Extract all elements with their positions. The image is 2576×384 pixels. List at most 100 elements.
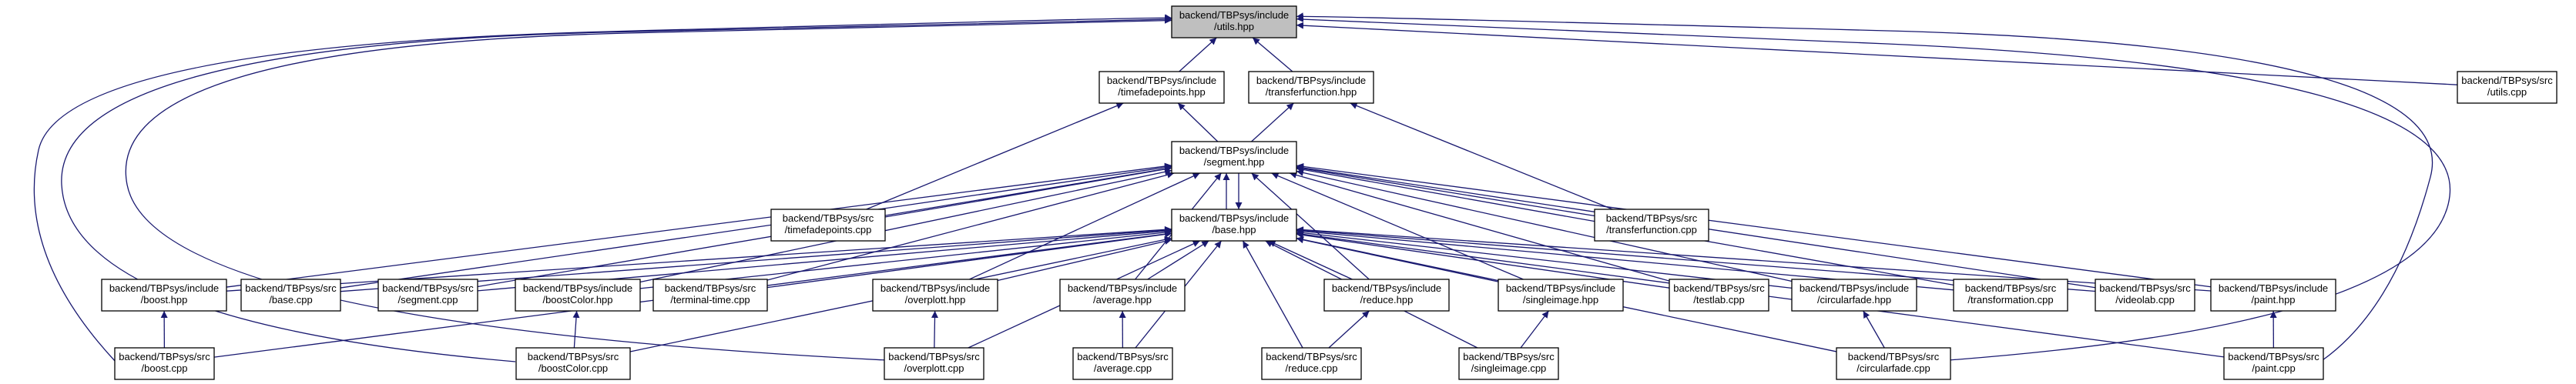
node-timefadepoints_cpp[interactable]: backend/TBPsys/src/timefadepoints.cpp [770, 209, 886, 242]
node-videolab_cpp[interactable]: backend/TBPsys/src/videolab.cpp [2095, 279, 2195, 312]
edge-timefadepoints_cpp-to-timefadepoints_hpp [866, 102, 1124, 210]
node-label-line: /average.hpp [1093, 294, 1152, 306]
edge-singleimage_cpp-to-singleimage_hpp [1520, 310, 1549, 349]
node-box [1171, 141, 1297, 174]
edge-boost_cpp-to-utils_hpp [33, 14, 1172, 362]
node-label-line: /transferfunction.hpp [1266, 86, 1357, 98]
edge-base_cpp-to-base_hpp [340, 226, 1172, 292]
node-boostColor_hpp[interactable]: backend/TBPsys/include/boostColor.hpp [515, 279, 641, 312]
node-label-line: backend/TBPsys/src [1077, 351, 1169, 362]
node-box [377, 279, 478, 312]
node-box [1072, 347, 1173, 380]
node-reduce_cpp[interactable]: backend/TBPsys/src/reduce.cpp [1261, 347, 1362, 380]
edge-reduce_cpp-to-reduce_hpp [1328, 310, 1370, 349]
node-label-line: backend/TBPsys/include [523, 282, 632, 294]
node-label-line: /circularfade.cpp [1857, 362, 1930, 374]
node-label-line: backend/TBPsys/src [1673, 282, 1765, 294]
node-label-line: /base.cpp [269, 294, 312, 306]
edge-overplott_cpp-to-overplott_hpp [931, 310, 938, 349]
node-label-line: backend/TBPsys/src [665, 282, 756, 294]
node-label-line: backend/TBPsys/include [1800, 282, 1909, 294]
node-boost_cpp[interactable]: backend/TBPsys/src/boost.cpp [114, 347, 215, 380]
edge-paint_cpp-to-utils_hpp [1296, 12, 2433, 361]
node-box [1261, 347, 1362, 380]
node-transferfunction_cpp[interactable]: backend/TBPsys/src/transferfunction.cpp [1594, 209, 1709, 242]
node-paint_cpp[interactable]: backend/TBPsys/src/paint.cpp [2223, 347, 2324, 380]
node-label-line: backend/TBPsys/src [1463, 351, 1555, 362]
node-average_cpp[interactable]: backend/TBPsys/src/average.cpp [1072, 347, 1173, 380]
edge-utils_cpp-to-utils_hpp [1296, 22, 2458, 85]
node-label-line: backend/TBPsys/include [1068, 282, 1177, 294]
node-label-line: backend/TBPsys/src [2099, 282, 2191, 294]
node-label-line: /reduce.hpp [1360, 294, 1414, 306]
edge-singleimage_hpp-to-segment_hpp [1271, 172, 1524, 280]
edge-paint_hpp-to-segment_hpp [1296, 162, 2212, 288]
node-box [1248, 71, 1374, 104]
node-base_cpp[interactable]: backend/TBPsys/src/base.cpp [240, 279, 341, 312]
node-box [652, 279, 768, 312]
node-box [240, 279, 341, 312]
node-label-line: /boostColor.hpp [542, 294, 612, 306]
edge-transferfunction_cpp-to-segment_hpp [1296, 165, 1595, 217]
node-average_hpp[interactable]: backend/TBPsys/include/average.hpp [1059, 279, 1186, 312]
edge-overplott_hpp-to-segment_hpp [969, 172, 1200, 280]
node-circularfade_hpp[interactable]: backend/TBPsys/include/circularfade.hpp [1791, 279, 1917, 312]
node-label-line: /base.hpp [1212, 224, 1256, 235]
node-label-line: backend/TBPsys/include [1332, 282, 1441, 294]
node-label-line: backend/TBPsys/include [880, 282, 990, 294]
node-utils_cpp[interactable]: backend/TBPsys/src/utils.cpp [2457, 71, 2558, 104]
node-circularfade_cpp[interactable]: backend/TBPsys/src/circularfade.cpp [1836, 347, 1951, 380]
node-label-line: /singleimage.cpp [1471, 362, 1547, 374]
node-boostColor_cpp[interactable]: backend/TBPsys/src/boostColor.cpp [515, 347, 631, 380]
node-boost_hpp[interactable]: backend/TBPsys/include/boost.hpp [101, 279, 227, 312]
edge-testlab_cpp-to-segment_hpp [1289, 172, 1670, 282]
node-paint_hpp[interactable]: backend/TBPsys/include/paint.hpp [2210, 279, 2336, 312]
node-reduce_hpp[interactable]: backend/TBPsys/include/reduce.hpp [1323, 279, 1450, 312]
node-overplott_hpp[interactable]: backend/TBPsys/include/overplott.hpp [872, 279, 998, 312]
node-label-line: backend/TBPsys/src [119, 351, 210, 362]
node-label-line: /circularfade.hpp [1817, 294, 1891, 306]
node-label-line: /boost.cpp [142, 362, 188, 374]
node-box [1791, 279, 1917, 312]
node-singleimage_cpp[interactable]: backend/TBPsys/src/singleimage.cpp [1458, 347, 1559, 380]
node-box [101, 279, 227, 312]
edge-reduce_hpp-to-base_hpp [1268, 240, 1353, 280]
node-segment_cpp[interactable]: backend/TBPsys/src/segment.cpp [377, 279, 478, 312]
node-label-line: backend/TBPsys/include [1179, 9, 1289, 21]
node-transformation_cpp[interactable]: backend/TBPsys/src/transformation.cpp [1953, 279, 2068, 312]
node-label-line: /utils.hpp [1214, 21, 1254, 32]
node-terminal_time_cpp[interactable]: backend/TBPsys/src/terminal-time.cpp [652, 279, 768, 312]
node-box [2210, 279, 2336, 312]
node-segment_hpp[interactable]: backend/TBPsys/include/segment.hpp [1171, 141, 1297, 174]
node-label-line: backend/TBPsys/src [1965, 282, 2057, 294]
node-label-line: backend/TBPsys/src [245, 282, 337, 294]
node-label-line: backend/TBPsys/include [1506, 282, 1615, 294]
node-box [770, 209, 886, 242]
node-box [1059, 279, 1186, 312]
node-overplott_cpp[interactable]: backend/TBPsys/src/overplott.cpp [884, 347, 984, 380]
node-base_hpp[interactable]: backend/TBPsys/include/base.hpp [1171, 209, 1297, 242]
node-label-line: /average.cpp [1094, 362, 1152, 374]
edge-timefadepoints_hpp-to-utils_hpp [1179, 37, 1217, 72]
edge-segment_hpp-to-transferfunction_hpp [1251, 102, 1294, 142]
node-timefadepoints_hpp[interactable]: backend/TBPsys/include/timefadepoints.hp… [1098, 71, 1225, 104]
node-box [2457, 71, 2558, 104]
node-box [1171, 5, 1297, 38]
node-transferfunction_hpp[interactable]: backend/TBPsys/include/transferfunction.… [1248, 71, 1374, 104]
node-label-line: /boostColor.cpp [538, 362, 608, 374]
node-testlab_cpp[interactable]: backend/TBPsys/src/testlab.cpp [1669, 279, 1769, 312]
node-label-line: /boost.hpp [141, 294, 188, 306]
edge-circularfade_hpp-to-base_hpp [1296, 229, 1793, 289]
edge-overplott_hpp-to-base_hpp [997, 238, 1172, 282]
node-box [1594, 209, 1709, 242]
edge-circularfade_cpp-to-circularfade_hpp [1863, 310, 1885, 349]
node-box [1458, 347, 1559, 380]
node-box [872, 279, 998, 312]
node-label-line: backend/TBPsys/src [1266, 351, 1357, 362]
node-singleimage_hpp[interactable]: backend/TBPsys/include/singleimage.hpp [1498, 279, 1624, 312]
node-label-line: backend/TBPsys/src [888, 351, 980, 362]
node-utils_hpp[interactable]: backend/TBPsys/include/utils.hpp [1171, 5, 1297, 38]
node-box [1836, 347, 1951, 380]
node-box [884, 347, 984, 380]
node-box [2223, 347, 2324, 380]
